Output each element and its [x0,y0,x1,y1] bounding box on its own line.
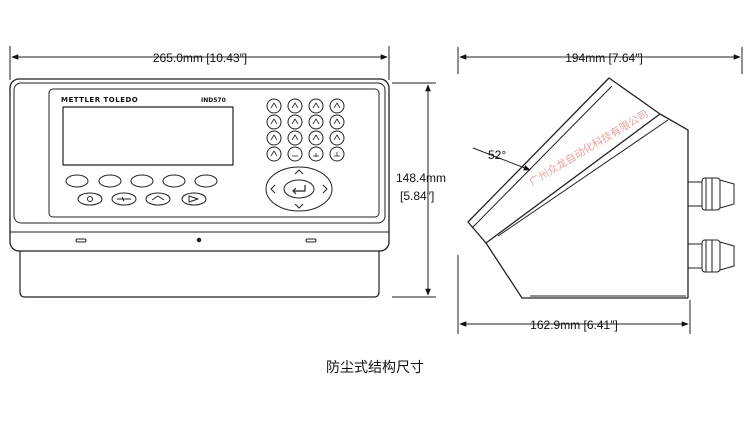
navigation-pad [265,166,333,212]
keypad-glyph-icon [291,118,299,125]
keypad-key-16[interactable] [329,146,345,162]
gland-nut [687,243,703,269]
height-label-line1: 148.4mm [396,171,446,185]
power-key[interactable] [77,192,103,206]
nav-right-arrow-icon[interactable] [322,184,328,194]
keypad-key-2[interactable] [287,98,303,114]
numeric-keypad [266,98,345,162]
softkey-5[interactable] [194,174,218,188]
keypad-glyph-icon [312,134,320,141]
keypad-glyph-icon [270,134,278,141]
keypad-glyph-icon [270,118,278,125]
front-bezel [13,82,386,224]
watermark-text: 广州众龙自动化科技有限公司 [527,107,651,188]
zero-icon [117,196,131,202]
brand-logo: METTLER TOLEDO [61,96,138,104]
softkey-3[interactable] [130,174,154,188]
keypad-key-1[interactable] [266,98,282,114]
keypad-key-8[interactable] [329,114,345,130]
nav-left-arrow-icon[interactable] [270,184,276,194]
width-label: 265.0mm [10.43″] [153,51,247,65]
softkey-1[interactable] [65,174,89,188]
keypad-key-14[interactable] [287,146,303,162]
lower-housing [19,251,380,298]
gland-cap [719,241,735,271]
keypad-key-6[interactable] [287,114,303,130]
gland-cap [719,179,735,209]
housing-crease [497,119,669,237]
display-window [62,106,234,166]
keypad-key-11[interactable] [308,130,324,146]
angle-label: 52° [488,148,506,162]
keypad-key-15[interactable] [308,146,324,162]
keypad-glyph-icon [333,118,341,125]
base-label: 162.9mm [6.41″] [530,318,618,332]
keypad-glyph-icon [333,134,341,141]
keypad-key-4[interactable] [329,98,345,114]
nav-ring [265,166,333,212]
keypad-key-3[interactable] [308,98,324,114]
keypad-glyph-icon [312,118,320,125]
gland-body [701,177,721,211]
function-key-row [77,192,207,206]
gland-body [701,239,721,273]
bezel-edge-line [471,85,613,229]
keypad-glyph-icon [291,102,299,109]
keypad-key-5[interactable] [266,114,282,130]
model-label: IND570 [201,97,226,104]
softkey-row [65,174,218,188]
depth-label: 194mm [7.64″] [565,51,643,65]
keypad-glyph-icon [312,102,320,109]
softkey-4[interactable] [162,174,186,188]
height-label-line2: [5.84″] [400,189,434,203]
gland-nut [687,181,703,207]
tare-icon [151,195,165,201]
keypad-glyph-icon [270,102,278,109]
status-led [196,237,202,243]
print-icon [188,195,199,203]
keypad-key-9[interactable] [266,130,282,146]
tare-key[interactable] [145,192,171,206]
keypad-glyph-icon [291,134,299,141]
keypad-glyph-icon [333,102,341,109]
keypad-glyph-icon [313,153,319,157]
keypad-key-13[interactable] [266,146,282,162]
keypad-key-12[interactable] [329,130,345,146]
cable-gland-upper [687,177,735,211]
enter-key[interactable] [283,179,315,199]
nav-up-arrow-icon[interactable] [294,169,304,175]
screw-slot-left [75,238,87,243]
enclosure-outer [9,78,390,252]
housing-back [659,113,689,298]
keypad-glyph-icon [334,152,340,157]
zero-key[interactable] [111,192,137,206]
angle-leader [472,147,531,171]
keypad-key-7[interactable] [308,114,324,130]
enter-icon [292,185,306,195]
softkey-2[interactable] [98,174,122,188]
figure-caption: 防尘式结构尺寸 [326,360,424,376]
keypad-key-10[interactable] [287,130,303,146]
screw-slot-right [305,238,317,243]
print-key[interactable] [181,192,207,206]
housing-bottom [485,242,688,299]
overlay-panel [48,88,380,218]
front-view [9,46,436,298]
power-icon [87,196,93,202]
keypad-glyph-icon [270,150,278,157]
nav-down-arrow-icon[interactable] [294,203,304,209]
side-view [457,47,743,334]
cable-gland-lower [687,239,735,273]
